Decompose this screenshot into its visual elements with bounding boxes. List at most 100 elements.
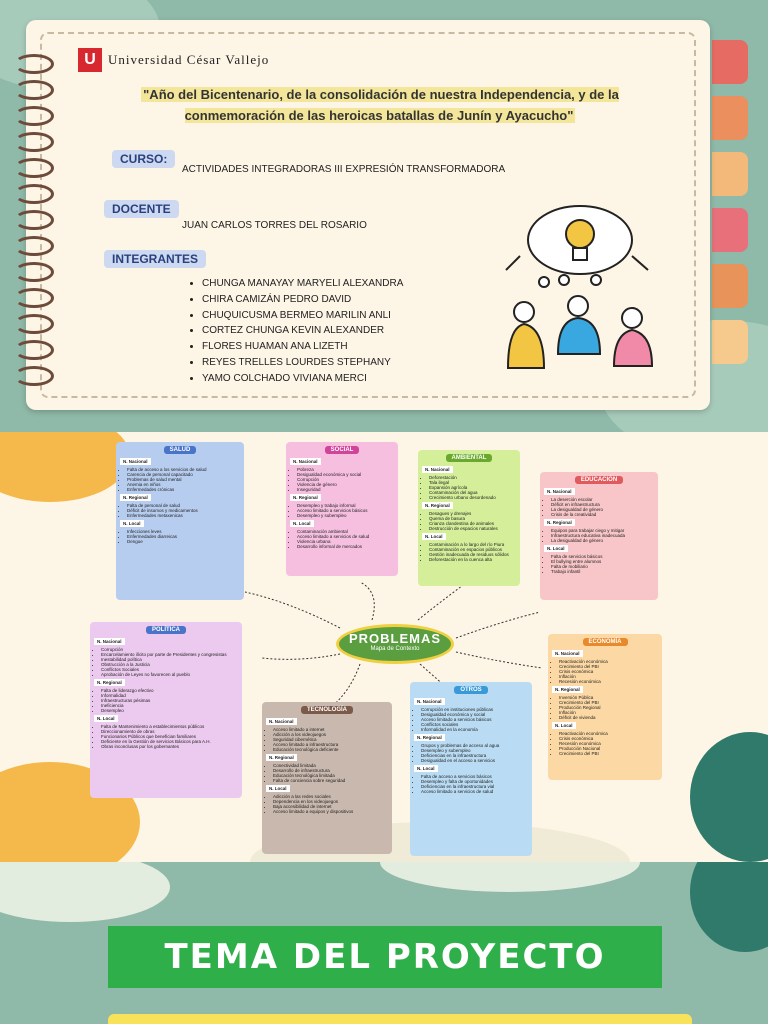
problem-item: Conectividad limitada [273,763,388,768]
problem-item: Educación tecnológica limitada [273,773,388,778]
problem-item: Falta de Mantenimiento a establecimiento… [101,724,238,729]
binder-ring [14,236,54,256]
problem-item: Deforestación [429,475,516,480]
page-title: "Año del Bicentenario, de la consolidaci… [110,84,650,126]
problem-list: Contaminación ambientalAcceso limitado a… [290,529,394,549]
problem-list: Reactivación económicaCrisis económicaRe… [552,731,658,756]
level-label: N. Nacional [552,650,583,657]
card-title: ECONOMÍA [582,638,628,646]
problem-list: Desagues y drenajesQuema de basuraCrianz… [422,511,516,531]
problem-item: Déficit de insumos y medicamentos [127,508,240,513]
problem-list: Inversión PúblicaCrecimiento del PBIProd… [552,695,658,720]
curso-value: ACTIVIDADES INTEGRADORAS III EXPRESIÓN T… [182,164,506,175]
problem-list: Falta de acceso a los servicios de salud… [120,467,240,492]
problem-list: Infecciones levesEnfermedades diarreicas… [120,529,240,544]
level-label: N. Local [544,545,568,552]
problem-item: Acceso limitado a servicios básicos [297,508,394,513]
problem-item: Acceso limitado a equipos y dispositivos [273,809,388,814]
problemas-center: PROBLEMAS Mapa de Contexto [336,624,454,664]
problem-item: Equipos para trabajar ciego y mitigar [551,528,654,533]
notebook-tab [712,40,748,84]
problem-list: La deserción escolarDéficit en infraestr… [544,497,654,517]
problem-list: Falta de Mantenimiento a establecimiento… [94,724,238,749]
card-title: SALUD [163,446,197,454]
problem-item: Desempleo y falta de oportunidades [421,779,528,784]
problem-list: Contaminación a lo largo del río PiuraCo… [422,542,516,562]
problem-item: Deficiencias en la infraestructura vial [421,784,528,789]
title-text: "Año del Bicentenario, de la consolidaci… [141,87,619,123]
problem-item: Acceso limitado a servicios básicos [421,717,528,722]
problem-item: Inestabilidad política [101,657,238,662]
notebook-tab [712,96,748,140]
problem-item: Contaminación en espacios públicos [429,547,516,552]
problem-item: Carencia de personal capacitado [127,472,240,477]
notebook-tab [712,208,748,252]
problem-item: Inseguridad [297,487,394,492]
problem-list: Reactivación económicaCrecimiento del PB… [552,659,658,684]
problem-item: Desarrollo informal de mercados [297,544,394,549]
integrantes-label: INTEGRANTES [104,250,207,268]
project-topic-box [108,1014,692,1024]
problem-item: Problemas de salud mental [127,477,240,482]
problem-list: Falta de acceso a servicios básicosDesem… [414,774,528,794]
problem-item: Inflación [559,674,658,679]
card-title: SOCIAL [324,446,360,454]
problem-list: Falta de servicios básicosEl bullying en… [544,554,654,574]
problem-item: Trabajo infantil [551,569,654,574]
problem-item: Dengue [127,539,240,544]
problem-item: Deficiencias en la infraestructura [421,753,528,758]
card-title: TECNOLOGÍA [301,706,353,714]
problem-item: Ineficiencia [101,703,238,708]
level-label: N. Nacional [120,458,151,465]
level-label: N. Regional [94,679,125,686]
card-title: AMBIENTAL [445,454,493,462]
problem-item: Déficit de vivienda [559,715,658,720]
problem-item: Déficit en infraestructura [551,502,654,507]
problem-item: Falta de mobiliario [551,564,654,569]
binder-ring [14,314,54,334]
member-item: CHIRA CAMIZÁN PEDRO DAVID [202,292,403,308]
problem-item: Deficiente en la Gestión de servicios Bá… [101,739,238,744]
docente-label: DOCENTE [104,200,179,218]
problem-item: Desempleo [101,708,238,713]
problem-item: Falta de liderazgo efectivo [101,688,238,693]
problem-item: Acceso limitado a internet [273,727,388,732]
problem-item: Crisis de la creatividad [551,512,654,517]
problem-list: CorrupciónEncarcelamiento ilícito por pa… [94,647,238,677]
binder-ring [14,132,54,152]
problem-item: Contaminación a lo largo del río Piura [429,542,516,547]
problem-list: Adicción a las redes socialesDependencia… [266,794,388,814]
problem-item: Enfermedades crónicas [127,487,240,492]
center-title: PROBLEMAS [348,631,442,646]
problem-list: Grupos y problemas de acceso al aguaDese… [414,743,528,763]
problem-item: Violencia urbana [297,539,394,544]
problem-item: Producción Nacional [559,746,658,751]
problem-item: Infraestructuras pésimas [101,698,238,703]
teamwork-illustration [505,205,654,369]
level-label: N. Nacional [422,466,453,473]
problem-item: Producción Regional [559,705,658,710]
problem-item: Conflictos Sociales [101,667,238,672]
problem-item: Desempleo y subempleo [421,748,528,753]
members-list: CHUNGA MANAYAY MARYELI ALEXANDRA CHIRA C… [190,276,403,387]
binder-ring [14,106,54,126]
university-logo: U Universidad César Vallejo [78,48,269,72]
problem-item: Encarcelamiento ilícito por parte de Pre… [101,652,238,657]
logo-mark: U [78,48,102,72]
problem-item: Acceso limitado a servicios de salud [297,534,394,539]
problem-item: Falta de servicios básicos [551,554,654,559]
problem-item: Desarrollo de infraestructura [273,768,388,773]
problem-item: Seguridad cibernética [273,737,388,742]
problem-list: PobrezaDesigualdad económica y socialCor… [290,467,394,492]
problem-item: Inversión Pública [559,695,658,700]
level-label: N. Local [414,765,438,772]
curso-label: CURSO: [112,150,176,168]
problem-item: Funcionarios Públicos que benefician fam… [101,734,238,739]
problem-item: Crecimiento del PBI [559,664,658,669]
member-item: YAMO COLCHADO VIVIANA MERCI [202,371,403,387]
problem-item: Desempleo y trabajo informal [297,503,394,508]
problem-item: Enfermedades metaxenicas [127,513,240,518]
problem-item: Desigualdad en el acceso a servicios [421,758,528,763]
